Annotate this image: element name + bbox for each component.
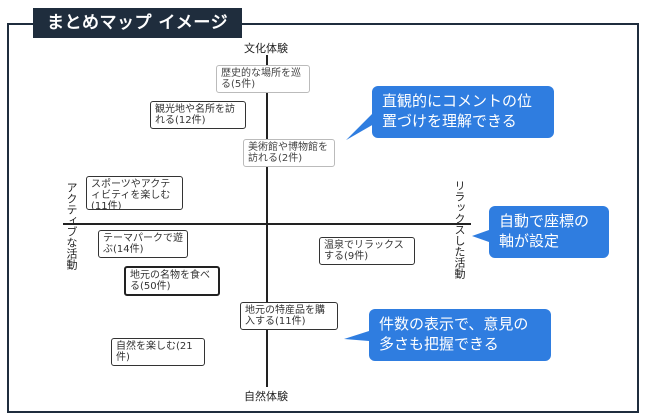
item-theme-park: テーマパークで遊ぶ(14件) [98,230,188,258]
axis-label-top: 文化体験 [244,42,288,55]
callout-auto-axis: 自動で座標の軸が設定 [489,206,609,258]
item-local-food: 地元の名物を食べる(50件) [124,266,220,296]
item-sports-activities: スポーツやアクティビティを楽しむ(11件) [86,176,183,210]
item-nature: 自然を楽しむ(21件) [111,338,205,366]
item-local-products: 地元の特産品を購入する(11件) [240,302,338,330]
axis-label-right: リラックスした活動 [453,180,466,279]
item-historic-sites: 歴史的な場所を巡る(5件) [216,65,310,93]
item-hot-springs: 温泉でリラックスする(9件) [319,237,415,265]
callout-auto-axis-tail [472,230,489,242]
axis-label-left: アクティブな活動 [65,182,78,270]
map-title: まとめマップ イメージ [33,8,243,38]
callout-intuitive: 直観的にコメントの位置づけを理解できる [372,86,554,138]
callout-count-tail [344,331,369,341]
callout-count: 件数の表示で、意見の多さも把握できる [369,309,551,361]
item-museums: 美術館や博物館を訪れる(2件) [243,139,335,167]
item-sightseeing: 観光地や名所を訪れる(12件) [150,101,246,129]
vertical-axis [266,55,268,387]
axis-label-bottom: 自然体験 [244,390,288,403]
